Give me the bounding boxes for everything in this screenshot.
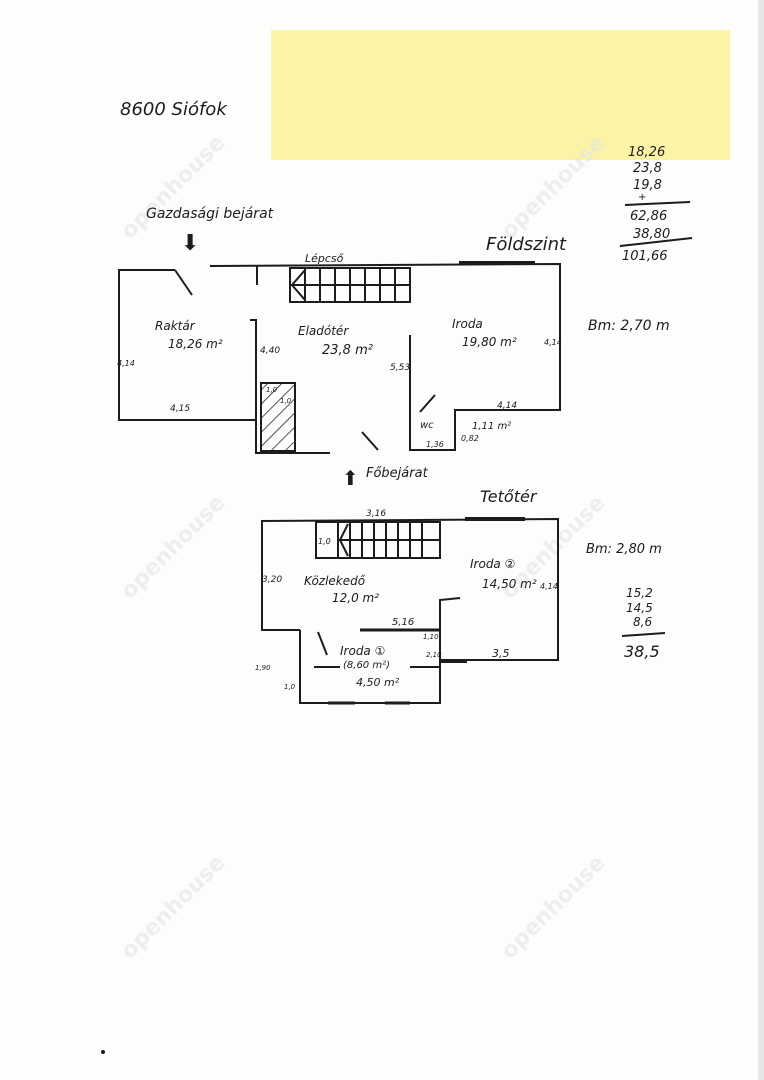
room-area-wc: 1,11 m² <box>472 421 511 432</box>
sum-line: 14,5 <box>626 601 653 615</box>
dimension-label: 1,0 <box>284 683 296 691</box>
dimension-label: 4,14 <box>117 359 135 368</box>
dimension-label: 2,10 <box>426 651 442 659</box>
dimension-label: 3,16 <box>366 509 386 519</box>
room-name-iroda-1: Iroda ① <box>340 644 385 658</box>
dimension-label: 4,14 <box>497 401 517 411</box>
room-area-kozlekedo: 12,0 m² <box>332 591 379 605</box>
room-area-extra-iroda-1: (8,60 m²) <box>343 660 390 671</box>
room-area-iroda-1: 4,50 m² <box>356 676 400 689</box>
room-name-raktar: Raktár <box>155 319 196 333</box>
watermark: openhouse <box>117 850 231 964</box>
room-area-raktar: 18,26 m² <box>168 337 223 351</box>
dimension-label: 1,0 <box>266 386 278 394</box>
sum-total: 38,5 <box>624 642 660 661</box>
dimension-label: 3,20 <box>262 575 282 585</box>
attic-area-sum: 15,2 14,5 8,6 38,5 <box>621 586 666 661</box>
attic-dimensions: 3,16 1,0 3,20 4,14 5,16 1,10 2,10 3,5 1,… <box>255 509 558 691</box>
scan-edge <box>758 0 764 1080</box>
dimension-label: 4,15 <box>170 404 190 414</box>
sum-line: 23,8 <box>633 161 662 176</box>
main-entrance-label: Főbejárat <box>366 466 429 481</box>
sum-total: 101,66 <box>622 249 668 264</box>
sum-line: 8,6 <box>633 615 652 629</box>
dimension-label: 1,0 <box>318 537 331 546</box>
attic-stairs <box>315 521 441 559</box>
dimension-label: 5,53 <box>390 363 410 373</box>
dimension-label: 0,82 <box>461 434 479 443</box>
dimension-label: 3,5 <box>492 647 510 660</box>
dimension-label: 1,90 <box>255 664 271 672</box>
room-name-kozlekedo: Közlekedő <box>304 574 366 588</box>
ground-stairs <box>289 267 411 303</box>
room-name-iroda: Iroda <box>452 317 483 331</box>
attic-ceiling-height: Bm: 2,80 m <box>586 542 662 557</box>
sum-line: + <box>638 192 646 203</box>
watermark: openhouse <box>117 130 231 244</box>
attic-title: Tetőtér <box>480 487 538 506</box>
dimension-label: 1,0 <box>280 397 292 405</box>
arrow-down-icon: ⬇ <box>181 231 199 256</box>
sum-line: 38,80 <box>633 227 670 242</box>
room-area-eladoter: 23,8 m² <box>322 343 373 358</box>
watermark: openhouse <box>497 130 611 244</box>
dimension-label: 4,40 <box>260 346 280 356</box>
room-name-wc: wc <box>420 420 434 431</box>
watermark: openhouse <box>117 490 231 604</box>
room-area-iroda-2: 14,50 m² <box>482 577 537 591</box>
dimension-label: 4,14 <box>544 338 562 347</box>
sum-line: 19,8 <box>633 178 662 193</box>
room-name-eladoter: Eladótér <box>298 324 349 338</box>
sticky-note-redaction <box>271 30 730 160</box>
scan-speck <box>101 1050 105 1054</box>
stairs-label: Lépcső <box>305 252 344 265</box>
ground-dimensions: 4,14 4,15 4,40 5,53 4,14 4,14 1,36 0,82 … <box>117 338 562 449</box>
dimension-label: 4,14 <box>540 582 558 591</box>
ground-area-sum: 18,26 23,8 19,8 + 62,86 38,80 101,66 <box>619 145 693 264</box>
room-name-iroda-2: Iroda ② <box>470 557 515 571</box>
dimension-label: 5,16 <box>392 617 414 628</box>
ground-ceiling-height: Bm: 2,70 m <box>588 318 670 334</box>
attic-walls <box>261 517 559 705</box>
dimension-label: 1,10 <box>423 633 439 641</box>
sum-line: 15,2 <box>626 586 653 600</box>
watermark: openhouse <box>497 850 611 964</box>
room-area-iroda: 19,80 m² <box>462 335 517 349</box>
arrow-up-icon: ⬆ <box>342 466 359 490</box>
address: 8600 Siófok <box>120 99 228 120</box>
ground-floor-title: Földszint <box>486 234 567 255</box>
sum-line: 62,86 <box>630 209 667 224</box>
sum-line: 18,26 <box>628 145 665 160</box>
dimension-label: 1,36 <box>426 440 444 449</box>
ground-floor-walls <box>118 261 561 454</box>
business-entrance-label: Gazdasági bejárat <box>146 206 274 222</box>
